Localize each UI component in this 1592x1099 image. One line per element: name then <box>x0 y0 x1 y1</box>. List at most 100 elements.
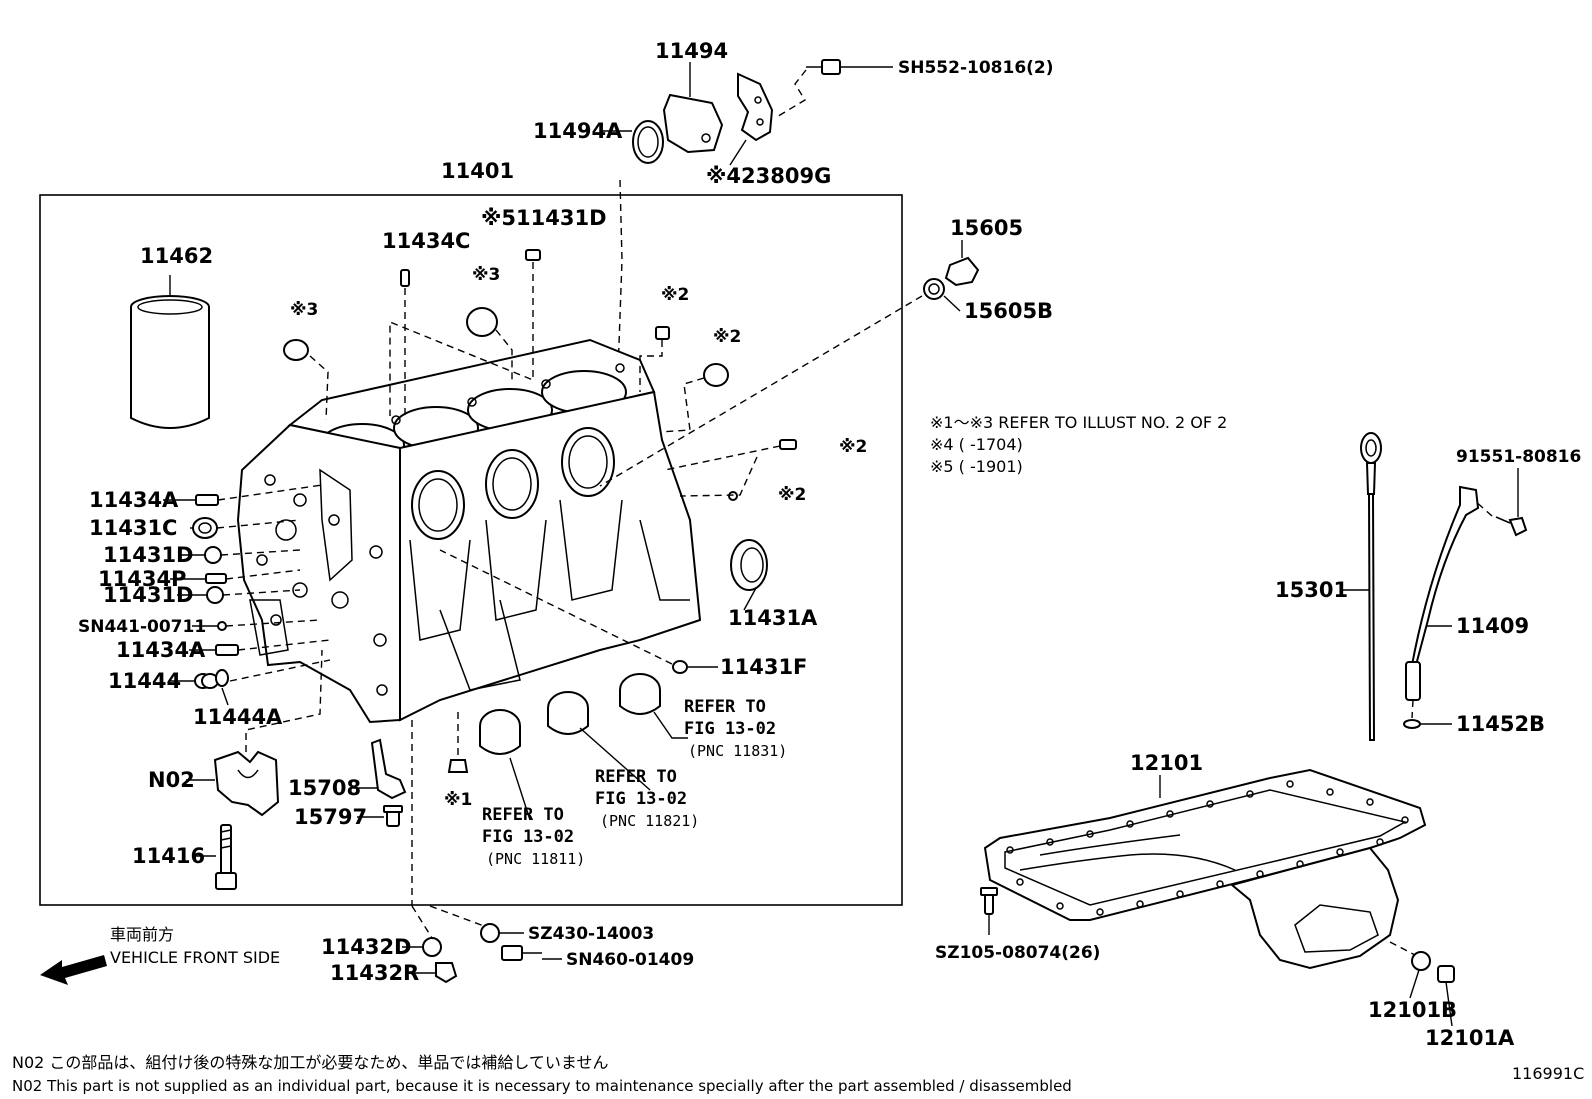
footer-note-en: N02 This part is not supplied as an indi… <box>12 1077 1072 1095</box>
label-ast2-round: ※2 <box>713 327 741 347</box>
orientation-en: VEHICLE FRONT SIDE <box>110 948 280 967</box>
plug-11444[interactable] <box>194 673 219 689</box>
o-ring-11494A[interactable] <box>632 120 664 164</box>
ref-11811-line1: REFER TO <box>482 805 564 825</box>
label-11432D: 11432D <box>321 935 412 959</box>
drain-plug-15605[interactable] <box>944 256 980 287</box>
note-3: ※5 ( -1901) <box>930 457 1023 476</box>
refer-to-links[interactable]: REFER TO FIG 13-02 (PNC 11831) REFER TO … <box>482 697 787 868</box>
label-11462: 11462 <box>140 244 213 268</box>
o-ring-11452B[interactable] <box>1403 719 1421 729</box>
bracket-23809G[interactable] <box>737 72 774 142</box>
label-11431D-upper: 11431D <box>103 543 194 567</box>
plug-11431F[interactable] <box>672 660 688 674</box>
plug-11431D-upper[interactable] <box>204 546 222 564</box>
ref-11811-line3: (PNC 11811) <box>486 850 585 868</box>
bolt-15797[interactable] <box>383 805 403 827</box>
bolt-91551[interactable] <box>1495 516 1528 537</box>
bearing-11831[interactable] <box>619 673 661 715</box>
ref-11831-line3: (PNC 11831) <box>688 742 787 760</box>
dipstick-guide-11409[interactable] <box>1405 485 1480 701</box>
label-11431C: 11431C <box>89 516 177 540</box>
label-11434A-lower: 11434A <box>116 638 206 662</box>
label-11431D-top: ※511431D <box>481 206 607 230</box>
ref-11831-line2: FIG 13-02 <box>684 719 776 739</box>
part-labels: 11494 11494A SH552-10816(2) ※423809G 114… <box>78 39 1581 1050</box>
label-SN460: SN460-01409 <box>566 950 694 970</box>
bearing-11811[interactable] <box>479 709 521 755</box>
o-ring-11444A[interactable] <box>215 669 229 687</box>
label-11434A-upper: 11434A <box>89 488 179 512</box>
plug-right-top[interactable] <box>655 326 670 340</box>
cylinder-liner-11462[interactable] <box>130 295 210 429</box>
label-15708: 15708 <box>288 776 361 800</box>
note-2: ※4 ( -1704) <box>930 435 1023 454</box>
pin-11434C[interactable] <box>400 269 410 287</box>
expansion-plug-left[interactable] <box>283 339 309 361</box>
block-assembly-frame <box>39 194 903 906</box>
plug-11432R[interactable] <box>435 962 458 984</box>
pin-11434A-lower[interactable] <box>215 644 239 656</box>
pin-right[interactable] <box>779 439 797 450</box>
plug-11431C[interactable] <box>192 517 218 539</box>
gasket-12101B[interactable] <box>1411 951 1431 971</box>
ball-SN441[interactable] <box>217 621 227 631</box>
label-ast3-left: ※3 <box>290 300 318 320</box>
label-11434P: 11434P <box>98 567 186 591</box>
bolt-SH552[interactable] <box>806 59 841 75</box>
ref-11831-line1: REFER TO <box>684 697 766 717</box>
dipstick-15301[interactable] <box>1360 432 1382 741</box>
bearing-11431A[interactable] <box>730 539 768 591</box>
label-12101B: 12101B <box>1368 998 1457 1022</box>
bearing-cap-N02[interactable] <box>213 750 280 817</box>
label-11416: 11416 <box>132 844 205 868</box>
rear-cover-plate-11494[interactable] <box>662 93 724 154</box>
label-11494: 11494 <box>655 39 728 63</box>
label-SH552: SH552-10816(2) <box>898 58 1054 78</box>
vehicle-front-arrow-icon <box>40 955 107 985</box>
label-11494A: 11494A <box>533 119 623 143</box>
bolt-SZ105[interactable] <box>980 887 998 915</box>
cylinder-block-11401[interactable] <box>236 338 702 724</box>
label-12101: 12101 <box>1130 751 1203 775</box>
label-12101A: 12101A <box>1425 1026 1515 1050</box>
label-15301: 15301 <box>1275 578 1348 602</box>
label-11431F: 11431F <box>720 655 807 679</box>
ball-right[interactable] <box>728 491 738 501</box>
label-15797: 15797 <box>294 805 367 829</box>
label-11401: 11401 <box>441 159 514 183</box>
bearing-11821[interactable] <box>547 691 589 735</box>
label-ast1: ※1 <box>444 790 472 810</box>
footer-note-jp: N02 この部品は、組付け後の特殊な加工が必要なため、単品では補給していません <box>12 1053 608 1072</box>
ref-11821-line3: (PNC 11821) <box>600 812 699 830</box>
label-11431D-lower: 11431D <box>103 583 194 607</box>
plug-bottom-ast1[interactable] <box>447 759 469 773</box>
plug-right-round[interactable] <box>703 363 729 387</box>
pin-11434A-upper[interactable] <box>195 494 219 506</box>
label-11434C: 11434C <box>382 229 470 253</box>
plug-11431D-lower[interactable] <box>206 586 224 604</box>
expansion-plug-center[interactable] <box>466 307 498 337</box>
footer: N02 この部品は、組付け後の特殊な加工が必要なため、単品では補給していません … <box>12 1053 1584 1095</box>
oil-pan-12101[interactable] <box>983 768 1427 970</box>
label-N02: N02 <box>148 768 195 792</box>
label-11432R: 11432R <box>330 961 419 985</box>
gasket-SZ430[interactable] <box>480 923 500 943</box>
label-91551: 91551-80816 <box>1456 447 1581 467</box>
oil-jet-15708[interactable] <box>370 738 407 800</box>
label-SN441: SN441-00711 <box>78 617 206 637</box>
gasket-15605B[interactable] <box>923 278 945 300</box>
label-ast2-top: ※2 <box>661 285 689 305</box>
plug-11431D-top[interactable] <box>525 249 541 261</box>
gasket-11432D[interactable] <box>422 937 442 957</box>
drain-plug-12101A[interactable] <box>1437 965 1455 983</box>
label-SZ430: SZ430-14003 <box>528 924 654 944</box>
cap-bolt-11416[interactable] <box>215 824 237 890</box>
pin-11434P[interactable] <box>205 573 227 584</box>
label-11431A: 11431A <box>728 606 818 630</box>
label-SZ105: SZ105-08074(26) <box>935 943 1100 963</box>
bolt-SN460[interactable] <box>501 945 542 961</box>
label-11444A: 11444A <box>193 705 283 729</box>
label-ast3-center: ※3 <box>472 265 500 285</box>
